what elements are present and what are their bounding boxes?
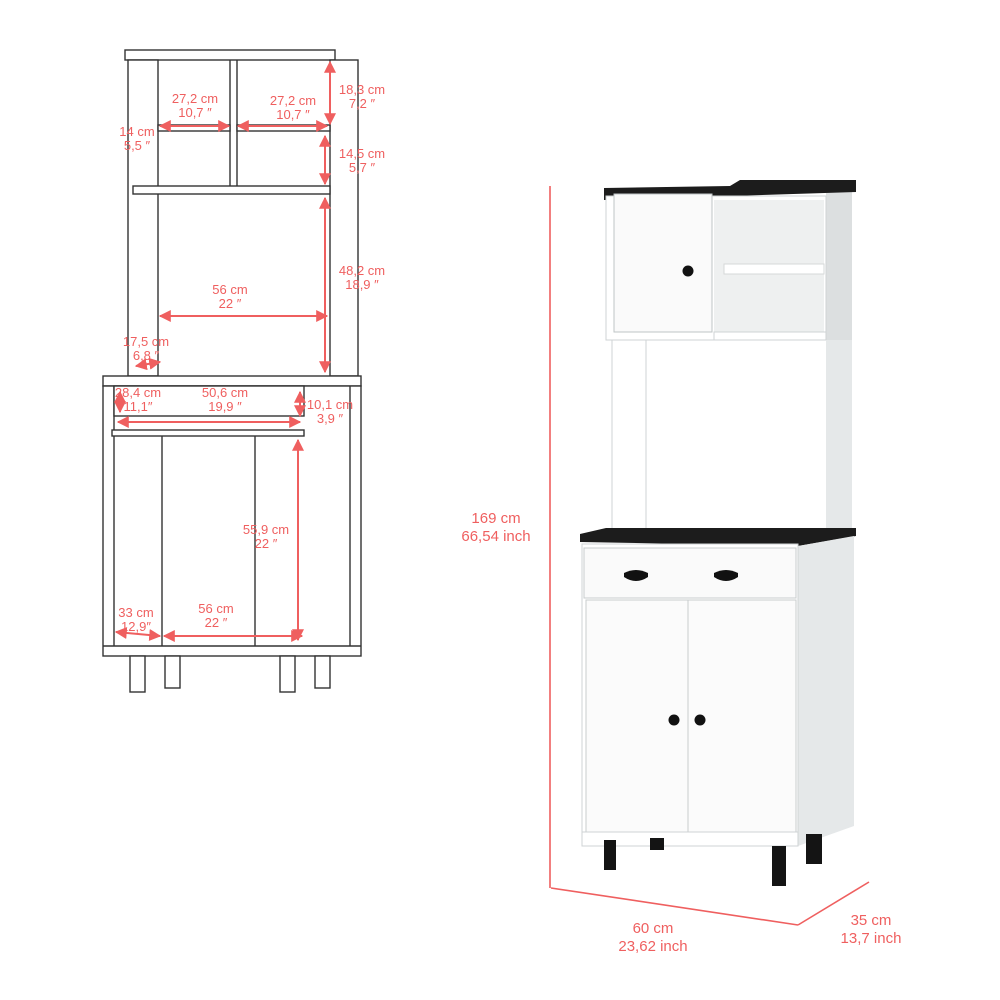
render-leg-back-left: [650, 838, 664, 850]
dim-open-depth: [134, 357, 162, 371]
drawer-handle-right: [714, 570, 738, 581]
hutch-bottom-shelf: [132, 185, 331, 195]
hutch-door: [613, 193, 713, 333]
render-leg-front-left: [604, 840, 616, 870]
leg-back-right: [279, 655, 296, 693]
dimension-lines-right: [549, 186, 870, 926]
door-knob-right: [694, 714, 706, 726]
render-drawer: [583, 547, 797, 599]
leg-back-left: [164, 655, 181, 689]
base-countertop: [580, 528, 856, 546]
cabinet-render: [580, 180, 856, 886]
leg-front-left: [129, 655, 146, 693]
dim-total-depth: [797, 881, 870, 926]
dimension-lines-left: [114, 60, 336, 642]
render-leg-front-right: [772, 846, 786, 886]
hutch-door-knob: [682, 265, 694, 277]
dim-base-depth: [114, 627, 162, 641]
door-knob-left: [668, 714, 680, 726]
render-left-post: [611, 339, 647, 533]
render-door-right: [687, 599, 797, 833]
hutch-top-panel: [124, 49, 336, 61]
hutch-left-post: [127, 59, 159, 377]
dim-total-width: [550, 887, 799, 926]
render-leg-back-right: [806, 834, 822, 864]
leg-front-right: [314, 655, 331, 689]
drawer-handle-left: [624, 570, 648, 581]
render-right-post: [826, 340, 852, 532]
